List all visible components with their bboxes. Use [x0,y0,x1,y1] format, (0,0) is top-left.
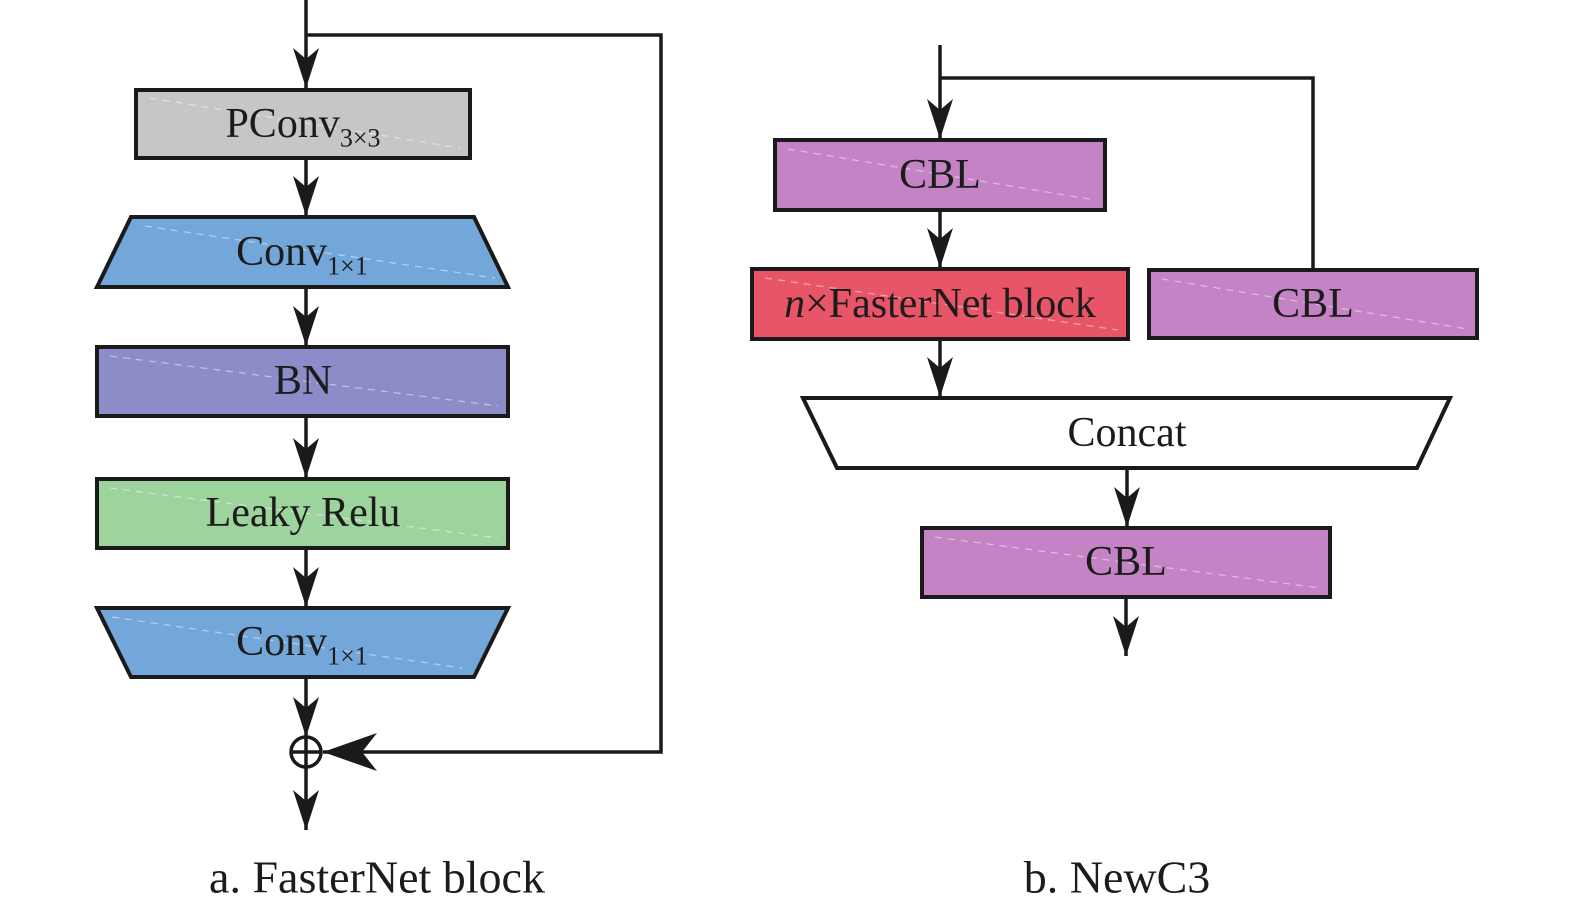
bn-box [95,345,510,418]
pconv-box [134,88,472,160]
conv-expand-label-sub: 1×1 [327,251,368,281]
bn-sheen [109,355,499,407]
fasternet-stack-label-text: ×FasterNet block [805,281,1096,327]
cbl-bottom-label: CBL [1085,539,1167,585]
fasternet-stack-label-n: n [784,281,806,327]
pconv-label-text: PConv [225,101,340,147]
newc3-branch-connector [940,76,1315,270]
concat-trapezoid [799,396,1454,470]
cbl-right-label: CBL [1272,281,1354,327]
conv-reduce-label-text: Conv [236,619,328,665]
conv-reduce-label: Conv1×1 [236,619,368,669]
conv-reduce-label-sub: 1×1 [327,641,368,671]
fasternet-skip-connector [306,33,663,771]
cbl-top-box [773,138,1107,212]
fasternet-stack-label: n×FasterNet block [784,283,1096,325]
conv-reduce-sheen [111,616,463,669]
pconv-label: PConv3×3 [225,101,380,151]
leaky-relu-sheen [109,487,499,539]
conv-reduce-trapezoid [93,606,512,679]
caption-newc3: b. NewC3 [1023,851,1211,903]
concat-label: Concat [1067,410,1187,456]
conv-expand-label-text: Conv [236,229,328,275]
cbl-right-box [1147,268,1479,340]
leaky-relu-label: Leaky Relu [205,490,401,536]
conv-expand-trapezoid [93,215,512,289]
leaky-relu-box [95,477,510,550]
conv-expand-sheen [144,225,496,279]
cbl-top-label: CBL [899,152,981,198]
add-operator-icon [289,735,323,769]
pconv-sheen [149,97,461,149]
pconv-label-sub: 3×3 [339,123,381,153]
conv-expand-label: Conv1×1 [236,229,368,279]
caption-fasternet-block: a. FasterNet block [209,851,545,903]
bn-label: BN [273,358,333,404]
